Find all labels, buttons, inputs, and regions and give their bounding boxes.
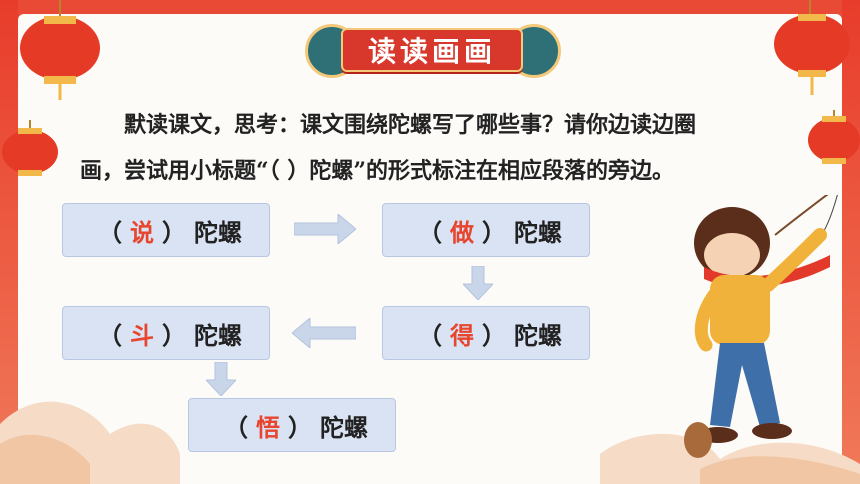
- boy-spinning-top-illustration: [684, 195, 838, 458]
- title-plate: 读读画画: [341, 28, 523, 72]
- lantern-icon: [2, 0, 100, 176]
- title-banner: 读读画画: [305, 22, 561, 78]
- heading-box-4: （ 斗 ） 陀螺: [62, 306, 270, 360]
- heading-box-5: （ 悟 ） 陀螺: [188, 398, 396, 452]
- cloud-decoration: [0, 401, 860, 484]
- answer-text: 做: [450, 217, 474, 247]
- left-border: [0, 0, 18, 484]
- arrow-down-icon: [463, 266, 493, 300]
- arrow-down-icon: [206, 362, 236, 396]
- instruction-line-1: 默读课文，思考：课文围绕陀螺写了哪些事？请你边读边圈: [124, 112, 697, 138]
- arrow-left-icon: [292, 318, 356, 348]
- heading-box-1: （ 说 ） 陀螺: [62, 203, 270, 257]
- answer-text: 说: [130, 217, 154, 247]
- answer-text: 悟: [256, 412, 280, 442]
- heading-box-2: （ 做 ） 陀螺: [382, 203, 590, 257]
- instruction-line-2: 画，尝试用小标题“（ ）陀螺”的形式标注在相应段落的旁边。: [80, 158, 674, 184]
- lantern-icon: [774, 0, 860, 164]
- arrow-right-icon: [294, 214, 356, 244]
- heading-box-3: （ 得 ） 陀螺: [382, 306, 590, 360]
- answer-text: 得: [450, 320, 474, 350]
- answer-text: 斗: [130, 320, 154, 350]
- page-title: 读读画画: [367, 35, 496, 68]
- instruction-text: 默读课文，思考：课文围绕陀螺写了哪些事？请你边读边圈 画，尝试用小标题“（ ）陀…: [80, 102, 800, 194]
